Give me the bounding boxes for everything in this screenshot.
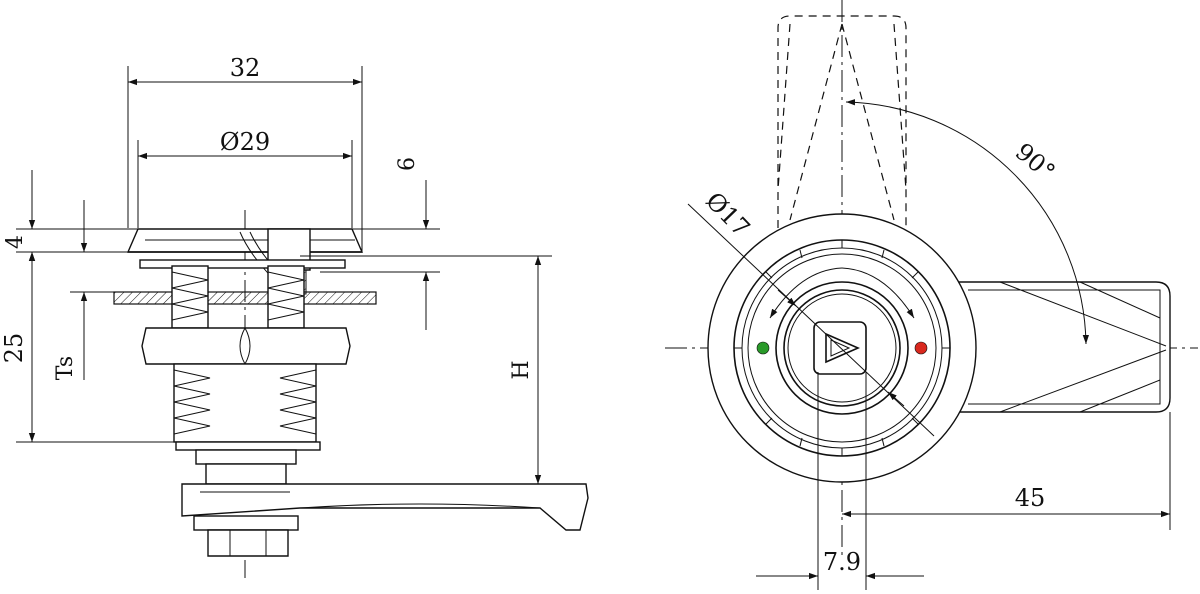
right-front-view: 90° Ø17 45 7.9 (665, 0, 1198, 590)
dim-45-label: 45 (1015, 484, 1046, 512)
neck (195, 449, 297, 465)
body-base (175, 441, 321, 451)
dim-6-label: 6 (395, 157, 420, 171)
dim-7-9-label: 7.9 (823, 548, 861, 576)
left-side-view: 32 Ø29 4 25 Ts 6 H (0, 54, 589, 578)
dim-29-label: Ø29 (220, 128, 270, 156)
washer (193, 515, 299, 531)
gasket (139, 259, 346, 269)
panel-section (113, 291, 377, 305)
lever-front (958, 281, 1171, 413)
key-triangle-icon (825, 332, 860, 364)
cam-lever (181, 483, 589, 531)
dim-90-arc (845, 99, 1089, 345)
key-housing-outer (775, 281, 909, 415)
threaded-body (173, 363, 317, 443)
upper-threads (171, 265, 305, 329)
dim-h-label: H (509, 360, 534, 379)
dim-90-label: 90° (1010, 137, 1061, 186)
dim-32-label: 32 (230, 54, 261, 82)
dim-25-label: 25 (0, 333, 28, 364)
key-housing-inner (783, 289, 901, 407)
dim-17-label: Ø17 (700, 187, 755, 243)
dim-ts-label: Ts (53, 356, 78, 380)
rotate-ccw-arrow (769, 267, 843, 319)
red-indicator-dot (914, 341, 928, 355)
hex-nut (141, 327, 351, 365)
dim-4-label: 4 (3, 235, 28, 249)
key-square (813, 321, 867, 375)
shaft (205, 463, 287, 485)
screw-head (207, 529, 289, 557)
green-indicator-dot (756, 341, 770, 355)
